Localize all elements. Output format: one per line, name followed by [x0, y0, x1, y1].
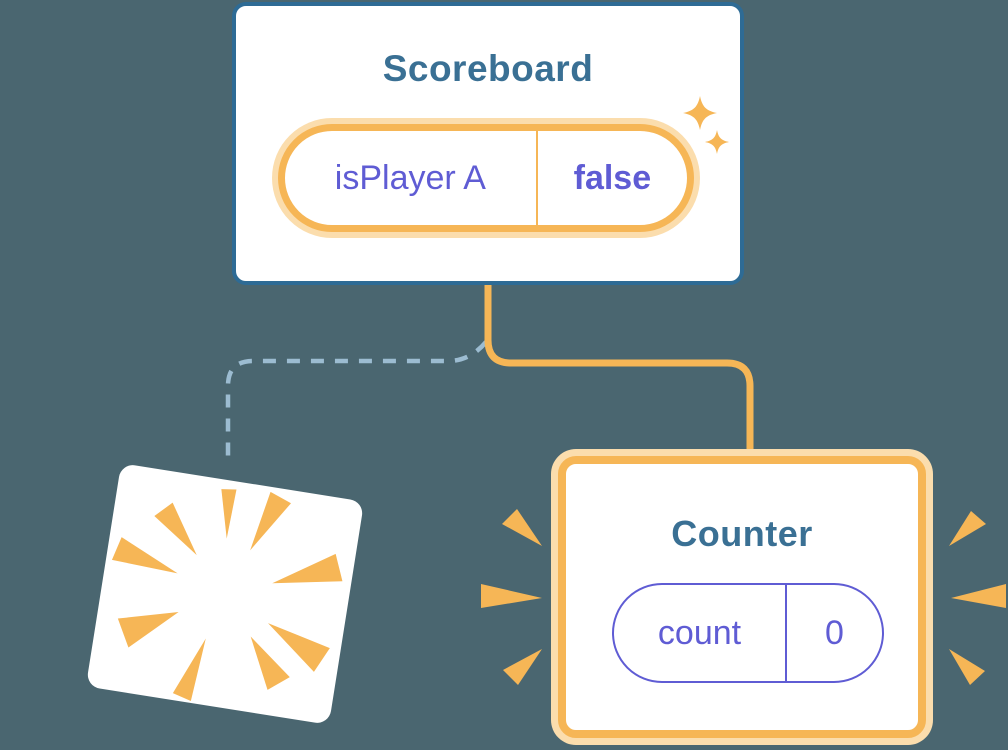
scoreboard-component-card: Scoreboard isPlayer A false [232, 2, 744, 285]
emphasis-burst-left-icon [481, 509, 542, 685]
state-pill-divider [785, 585, 787, 681]
scoreboard-state-pill: isPlayer A false [278, 124, 694, 232]
state-value-label: false [573, 159, 652, 197]
dashed-connector-line [225, 340, 488, 459]
state-key-label: isPlayer A [334, 159, 486, 197]
solid-connector-line [484, 285, 754, 453]
counter-component-card: Counter count 0 [558, 456, 926, 738]
scoreboard-title: Scoreboard [382, 48, 594, 89]
sparkle-icon [683, 96, 729, 154]
state-key-label: count [657, 614, 742, 652]
state-value-label: 0 [825, 614, 844, 652]
counter-title: Counter [671, 513, 813, 554]
counter-state-pill: count 0 [612, 583, 884, 683]
emphasis-burst-right-icon [949, 511, 1006, 685]
destroyed-component-card [85, 463, 365, 725]
explosion-burst-icon [111, 489, 343, 701]
state-pill-divider [535, 131, 538, 225]
